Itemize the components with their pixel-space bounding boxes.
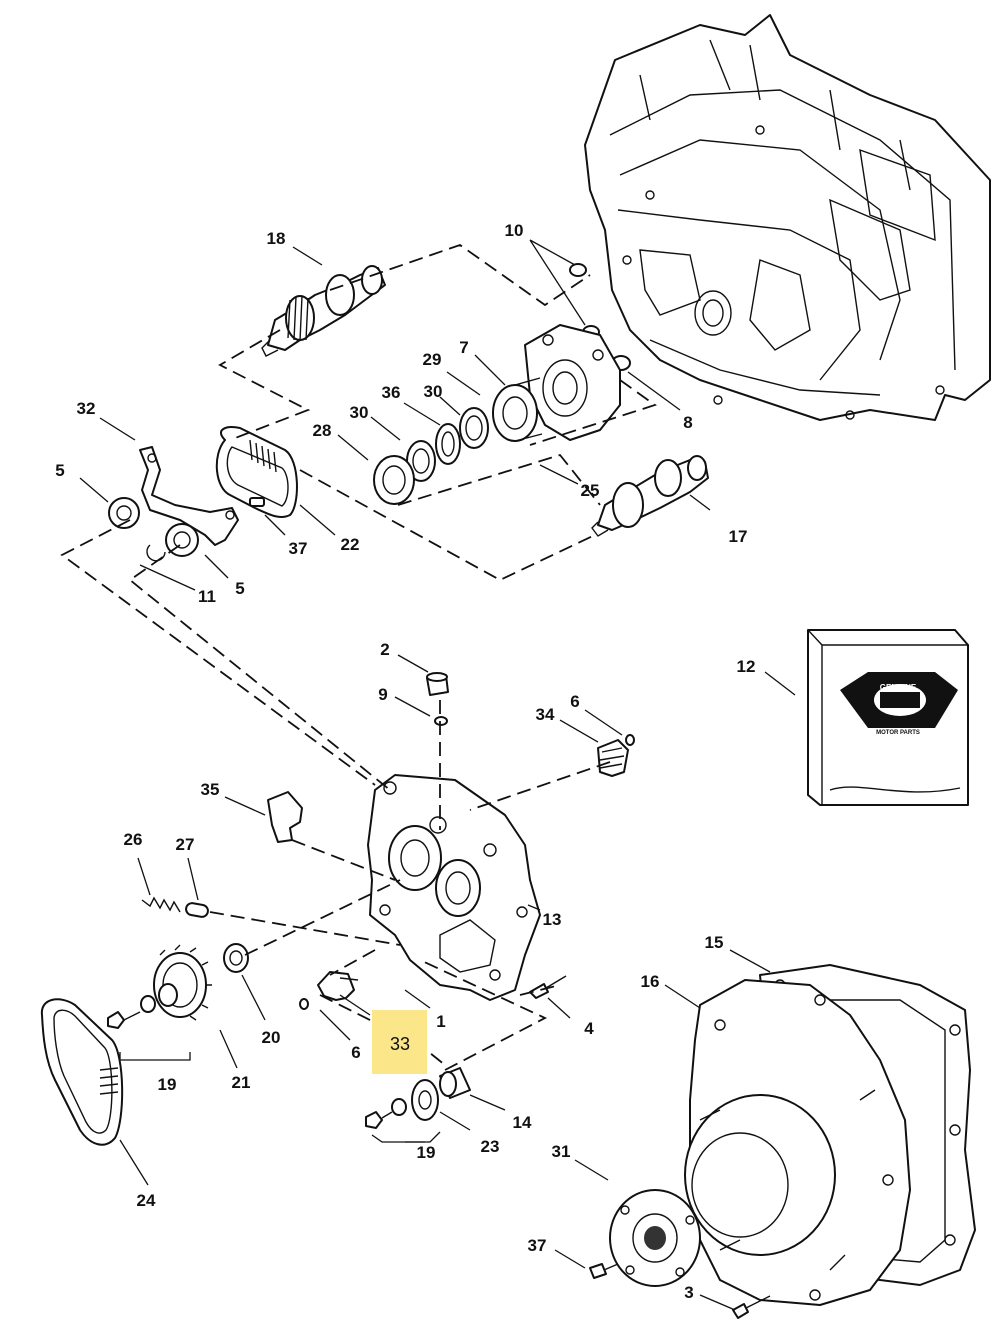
callout-21: 21 [232,1073,251,1092]
callout-6-bottom: 6 [351,1043,360,1062]
callout-22: 22 [341,535,360,554]
crankcase [584,14,991,421]
callout-37-bottom: 37 [528,1236,547,1255]
callout-19-left: 19 [158,1075,177,1094]
callout-31: 31 [552,1142,571,1161]
callout-30-upper: 30 [424,382,443,401]
callout-29: 29 [423,350,442,369]
oil-pump-cover [367,774,541,1001]
rear-camshaft [261,265,386,357]
callout-35: 35 [201,780,220,799]
callout-33-highlight [372,1010,427,1074]
callout-4: 4 [584,1019,594,1038]
callout-8: 8 [683,413,692,432]
screw-37-bottom [589,1263,619,1279]
callout-12: 12 [737,657,756,676]
genuine-parts-box: GENUINE MOTOR PARTS [807,629,969,806]
callout-24: 24 [137,1191,156,1210]
outer-cover-16 [684,979,911,1306]
callout-18: 18 [267,229,286,248]
gear-23 [411,1079,439,1121]
callout-5-right: 5 [235,579,244,598]
callout-32: 32 [77,399,96,418]
callout-5-left: 5 [55,461,64,480]
callout-7: 7 [459,338,468,357]
oil-filter-adapter-34 [597,739,629,777]
callout-10: 10 [505,221,524,240]
callout-25: 25 [581,481,600,500]
callout-27: 27 [176,835,195,854]
callout-6-top: 6 [570,692,579,711]
bearing-stack [373,377,543,505]
o-ring-6-top [625,734,635,746]
callout-1: 1 [436,1012,445,1031]
callout-20: 20 [262,1028,281,1047]
callout-15: 15 [705,933,724,952]
cover-plate-31 [609,1189,701,1287]
callout-19-right: 19 [417,1143,436,1162]
washer-and-bolt-19-left [107,995,156,1029]
callout-9: 9 [378,685,387,704]
callout-26: 26 [124,830,143,849]
callout-34: 34 [536,705,555,724]
callout-28: 28 [313,421,332,440]
screw-3 [732,1295,771,1319]
callout-14: 14 [513,1113,532,1132]
plug-2 [426,672,449,696]
chain-tensioner-plate [139,446,239,546]
retaining-ring-11 [146,544,166,562]
washer-and-bolt-19-right [365,1098,407,1129]
callout-36: 36 [382,383,401,402]
callout-17: 17 [729,527,748,546]
drive-belt-24 [40,998,124,1146]
callout-3: 3 [684,1283,693,1302]
o-ring-6-bottom [299,998,309,1010]
bushing-14 [439,1067,471,1099]
bearing-5-left [108,497,140,529]
callout-30-lower: 30 [350,403,369,422]
box-logo-top: GENUINE [880,683,917,692]
front-camshaft [591,455,709,537]
cam-support-plate [524,324,621,441]
callout-labels: 18 10 7 29 36 30 30 28 32 8 5 25 17 37 2… [55,221,755,1302]
spring-26 [141,896,181,913]
leader-lines [79,239,796,1311]
o-ring-9 [434,716,448,726]
callout-11: 11 [198,587,216,606]
cam-chain [215,426,298,518]
drive-sprocket-21 [153,944,212,1021]
callout-16: 16 [641,972,660,991]
bracket-35 [267,791,303,843]
bearing-5-right [165,523,199,557]
callout-13: 13 [543,910,562,929]
callout-37-top: 37 [289,539,308,558]
screw-4 [529,975,567,999]
callout-33: 33 [390,1034,410,1054]
callout-23: 23 [481,1137,500,1156]
callout-2: 2 [380,640,389,659]
valve-27 [185,902,209,918]
pin-37 [249,497,265,507]
seal-20 [223,943,249,973]
box-logo-bottom: MOTOR PARTS [876,730,920,736]
gear-plate-33 [317,971,359,1001]
